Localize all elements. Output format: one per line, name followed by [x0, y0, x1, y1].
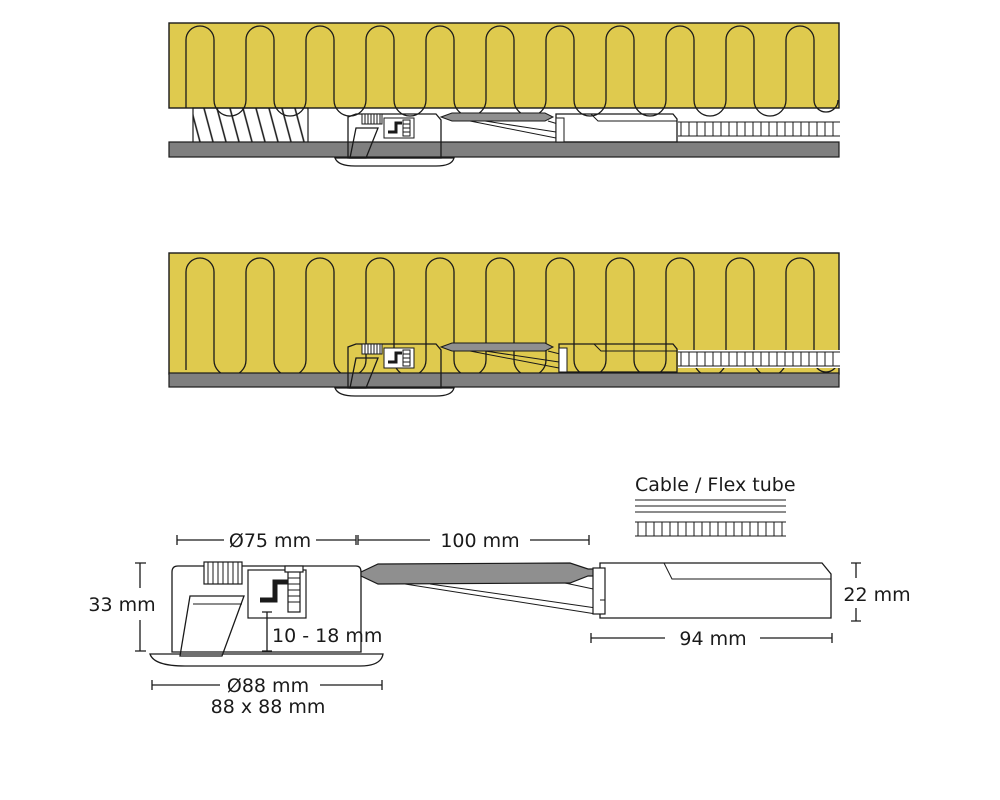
- dim-hole-diameter: Ø75 mm: [176, 530, 357, 552]
- led-driver: [555, 113, 678, 143]
- led-driver: [558, 343, 678, 373]
- flex-tube: [678, 350, 840, 368]
- trim-ring: [149, 653, 384, 667]
- bolt-icon: [287, 569, 301, 613]
- spring-clip: [179, 595, 245, 657]
- trim-ring: [334, 387, 455, 397]
- dim-driver-height: 22 mm: [843, 562, 911, 622]
- screw-icon: [388, 121, 402, 134]
- insulation-layer: [168, 22, 840, 109]
- ceiling-board: [168, 141, 840, 158]
- downlight-fixture: [334, 343, 455, 397]
- label-trim-square: 88 x 88 mm: [211, 696, 326, 718]
- coil-spring: [361, 113, 383, 125]
- label-cable-flex-tube: Cable / Flex tube: [635, 474, 796, 496]
- cable-wires: [469, 350, 561, 369]
- flex-tube: [678, 120, 840, 138]
- downlight-fixture-large: [149, 561, 384, 667]
- legend-flex-tube: [635, 521, 786, 537]
- panel-insulation-contact: [168, 252, 840, 397]
- dim-trim-diameter: Ø88 mm 88 x 88 mm: [151, 675, 383, 718]
- cable-wires: [469, 120, 559, 139]
- panel-dimensions: Cable / Flex tube: [88, 474, 910, 718]
- label-cable-length: 100 mm: [440, 530, 519, 552]
- wooden-joist: [192, 107, 309, 144]
- screw-icon: [388, 351, 402, 364]
- dim-ceiling-thickness: 10 - 18 mm: [262, 611, 382, 652]
- cable-wires: [404, 582, 599, 615]
- spring-clip: [349, 127, 379, 159]
- dim-driver-length: 94 mm: [590, 628, 833, 650]
- label-driver-length: 94 mm: [679, 628, 746, 650]
- label-driver-height: 22 mm: [843, 584, 910, 606]
- led-driver-large: [592, 562, 832, 619]
- label-trim-diameter: Ø88 mm: [227, 675, 309, 697]
- cable-sheath: [439, 112, 555, 122]
- spring-clip: [349, 357, 379, 389]
- cable-sheath: [360, 562, 601, 585]
- screw-icon: [260, 579, 290, 603]
- legend-cable-lines: [635, 499, 786, 513]
- coil-spring: [203, 561, 243, 585]
- cable-sheath: [439, 342, 555, 352]
- label-hole-diameter: Ø75 mm: [229, 530, 311, 552]
- downlight-fixture: [334, 113, 455, 167]
- panel-joist-mounting: [168, 22, 840, 167]
- dim-fixture-height: 33 mm: [88, 562, 156, 652]
- dim-cable-length: 100 mm: [357, 530, 590, 552]
- label-fixture-height: 33 mm: [88, 594, 155, 616]
- ceiling-board: [168, 372, 840, 388]
- trim-ring: [334, 157, 455, 167]
- coil-spring: [361, 343, 383, 355]
- label-ceiling-thickness: 10 - 18 mm: [272, 625, 382, 647]
